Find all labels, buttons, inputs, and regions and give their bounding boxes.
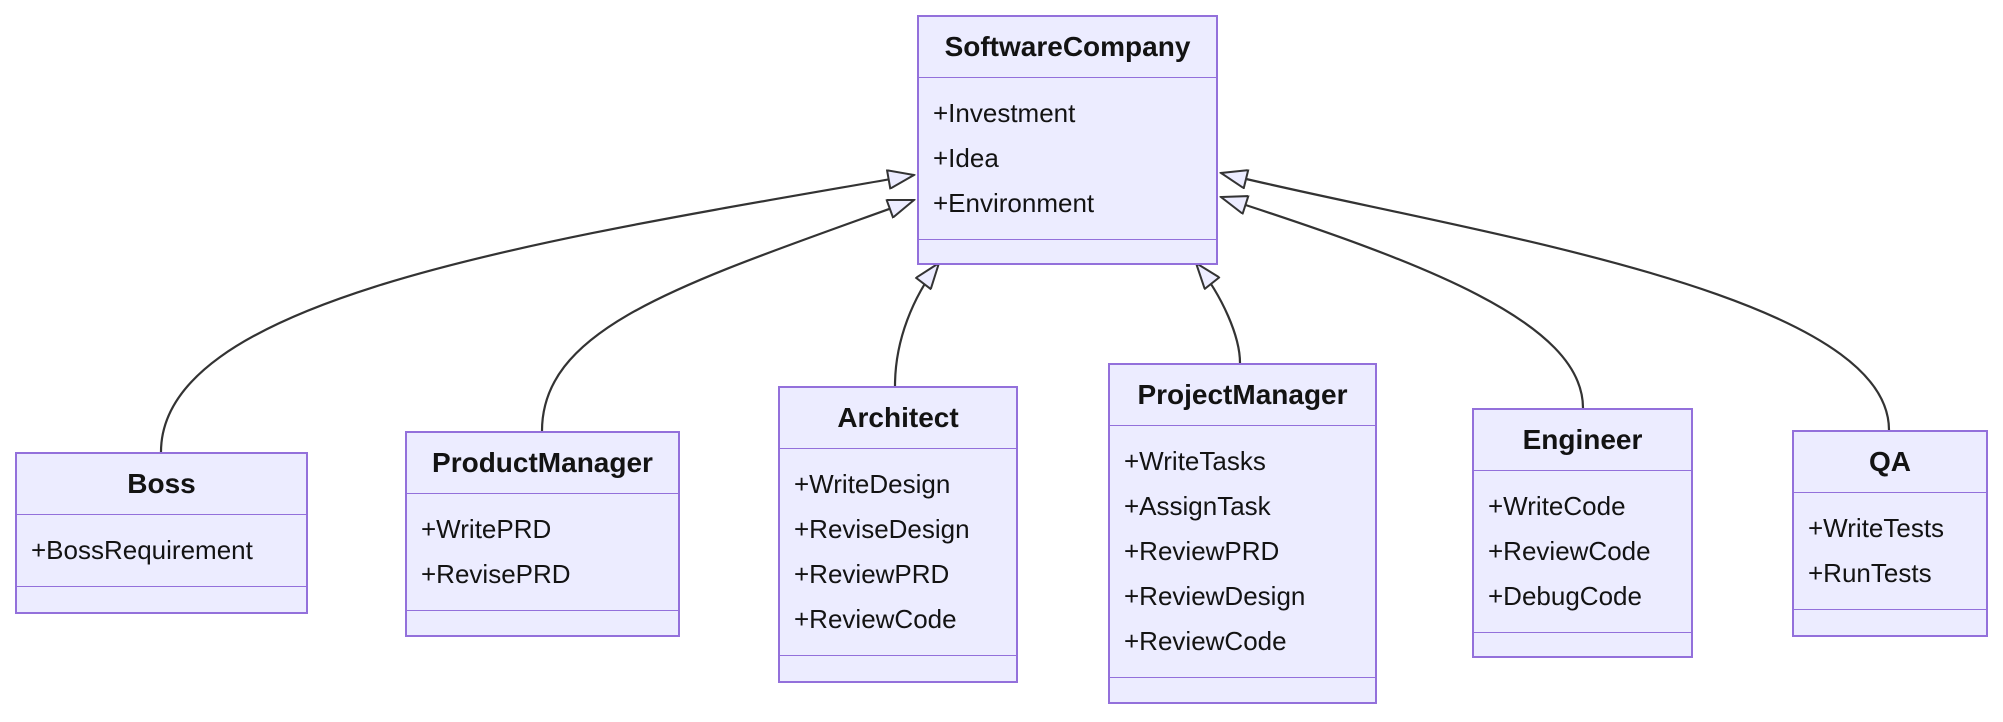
class-attribute: +WriteTests (1808, 513, 1945, 543)
class-attribute: +Investment (933, 98, 1076, 128)
class-methods-empty (407, 611, 678, 635)
class-attribute: +ReviewPRD (1124, 536, 1280, 566)
class-attributes: +WriteCode +ReviewCode +DebugCode (1474, 471, 1691, 633)
edge-qa-to-softwarecompany (1221, 173, 1891, 431)
edge-productmanager-to-softwarecompany (540, 198, 914, 432)
class-title: Engineer (1474, 410, 1691, 471)
edge-architect-to-softwarecompany (893, 263, 939, 387)
class-attribute: +ReviewDesign (1124, 581, 1306, 611)
class-box-boss: Boss +BossRequirement (15, 452, 308, 614)
edge-projectmanager-to-softwarecompany (1196, 263, 1242, 364)
class-attributes: +WriteDesign +ReviseDesign +ReviewPRD +R… (780, 449, 1016, 656)
class-attribute: +RunTests (1808, 558, 1932, 588)
class-title: Architect (780, 388, 1016, 449)
class-attribute: +Environment (933, 188, 1095, 218)
class-title: QA (1794, 432, 1986, 493)
class-attribute: +AssignTask (1124, 491, 1271, 521)
class-box-projectmanager: ProjectManager +WriteTasks +AssignTask +… (1108, 363, 1377, 704)
class-attribute: +ReviseDesign (794, 514, 970, 544)
class-attribute: +BossRequirement (31, 535, 253, 565)
class-attribute: +DebugCode (1488, 581, 1642, 611)
class-methods-empty (1794, 610, 1986, 635)
class-attributes: +WriteTests +RunTests (1794, 493, 1986, 610)
class-methods-empty (780, 656, 1016, 681)
class-title: SoftwareCompany (919, 17, 1216, 78)
class-attribute: +Idea (933, 143, 999, 173)
class-box-qa: QA +WriteTests +RunTests (1792, 430, 1988, 637)
class-methods-empty (1474, 633, 1691, 656)
class-title: ProjectManager (1110, 365, 1375, 426)
class-attribute: +WriteDesign (794, 469, 951, 499)
class-box-engineer: Engineer +WriteCode +ReviewCode +DebugCo… (1472, 408, 1693, 658)
class-attribute: +ReviewPRD (794, 559, 950, 589)
edge-engineer-to-softwarecompany (1221, 197, 1585, 409)
class-methods-empty (1110, 678, 1375, 702)
class-title: ProductManager (407, 433, 678, 494)
class-attributes: +WritePRD +RevisePRD (407, 494, 678, 611)
class-attributes: +BossRequirement (17, 515, 306, 587)
edge-boss-to-softwarecompany (159, 175, 914, 453)
class-box-architect: Architect +WriteDesign +ReviseDesign +Re… (778, 386, 1018, 683)
class-attribute: +ReviewCode (1124, 626, 1287, 656)
class-box-softwarecompany: SoftwareCompany +Investment +Idea +Envir… (917, 15, 1218, 265)
class-attribute: +WriteCode (1488, 491, 1626, 521)
class-attributes: +WriteTasks +AssignTask +ReviewPRD +Revi… (1110, 426, 1375, 678)
class-attribute: +ReviewCode (794, 604, 957, 634)
class-attributes: +Investment +Idea +Environment (919, 78, 1216, 240)
class-attribute: +WriteTasks (1124, 446, 1266, 476)
class-attribute: +RevisePRD (421, 559, 571, 589)
class-attribute: +ReviewCode (1488, 536, 1651, 566)
class-attribute: +WritePRD (421, 514, 552, 544)
class-box-productmanager: ProductManager +WritePRD +RevisePRD (405, 431, 680, 637)
class-methods-empty (17, 587, 306, 612)
class-methods-empty (919, 240, 1216, 263)
class-title: Boss (17, 454, 306, 515)
